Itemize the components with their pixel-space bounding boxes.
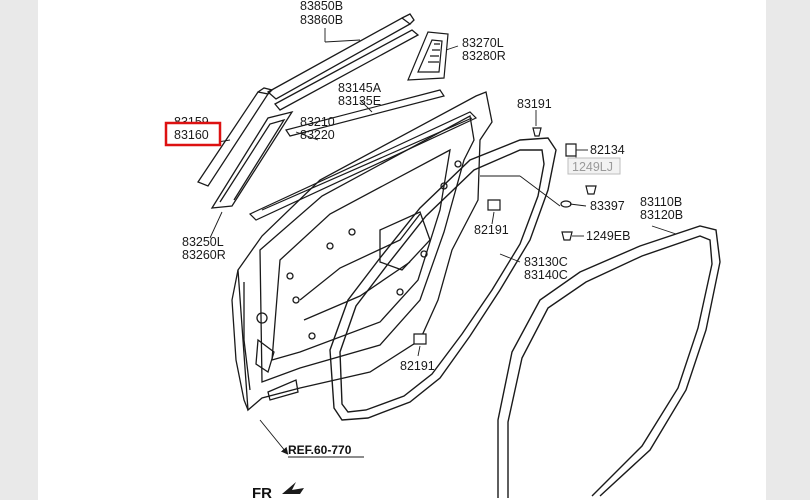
label-83191-top: 83191	[517, 97, 552, 111]
label-83850b: 83850B	[300, 0, 343, 13]
label-83260r: 83260R	[182, 248, 226, 262]
front-direction-label: FR	[252, 485, 272, 500]
label-83860b: 83860B	[300, 13, 343, 27]
label-83397: 83397	[590, 199, 625, 213]
label-83280r: 83280R	[462, 49, 506, 63]
label-1249lj: 1249LJ	[572, 160, 613, 174]
reference-label: REF.60-770	[288, 443, 352, 457]
label-83140c: 83140C	[524, 268, 568, 282]
label-83145a: 83145A	[338, 81, 382, 95]
faded-label-box	[567, 157, 621, 175]
highlight-box	[164, 121, 222, 147]
label-83130c: 83130C	[524, 255, 568, 269]
body-weatherstrip	[497, 225, 721, 498]
diagram-sheet	[38, 0, 766, 500]
belt-molding-strip	[266, 13, 420, 111]
label-83160: 83160	[174, 128, 209, 142]
door-glass-run	[248, 111, 478, 221]
door-inner-panel	[231, 91, 493, 412]
small-fasteners	[413, 127, 597, 345]
glass-run-strip	[285, 89, 445, 137]
pillar-molding	[197, 87, 294, 209]
door-weatherstrip	[329, 137, 557, 421]
label-83110b: 83110B	[640, 195, 682, 209]
leader-lines	[209, 28, 677, 455]
corner-garnish	[407, 31, 449, 81]
label-83210: 83210	[300, 115, 335, 129]
label-82134: 82134	[590, 143, 625, 157]
front-arrow-icon	[282, 482, 304, 494]
label-82191-mid: 82191	[474, 223, 509, 237]
label-82191-low: 82191	[400, 359, 435, 373]
label-83220: 83220	[300, 128, 335, 142]
label-83270l: 83270L	[462, 36, 504, 50]
label-83120b: 83120B	[640, 208, 683, 222]
label-1249eb: 1249EB	[586, 229, 630, 243]
label-83135e: 83135E	[338, 94, 381, 108]
label-83250l: 83250L	[182, 235, 224, 249]
